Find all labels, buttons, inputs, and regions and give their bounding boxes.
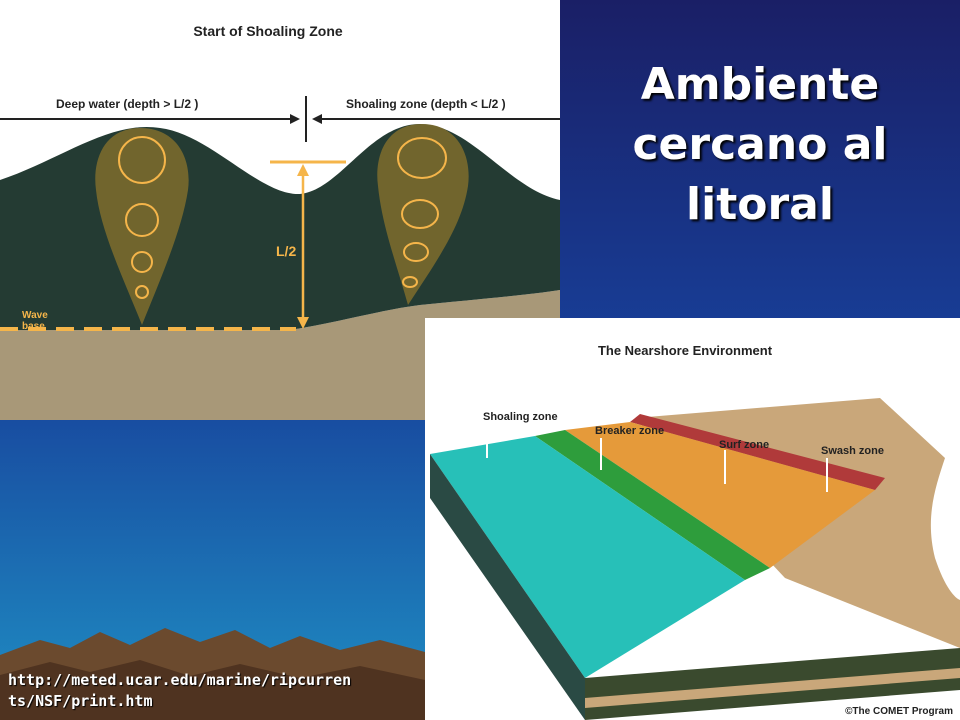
shoaling-zone-tag: Shoaling zone <box>483 411 558 423</box>
breaker-zone-label-group: Breaker zone <box>595 425 664 470</box>
slide-title: Ambiente cercano al litoral <box>560 55 960 235</box>
half-wavelength-label: L/2 <box>276 243 296 259</box>
deep-water-label: Deep water (depth > L/2 ) <box>56 97 198 111</box>
deep-water-orbits <box>95 128 189 325</box>
block-front-face <box>430 454 585 720</box>
swash-zone-tag: Swash zone <box>821 445 884 457</box>
deep-water-arrowhead <box>290 114 300 124</box>
half-wavelength-arrowhead-bottom <box>297 317 309 329</box>
shoaling-orbits <box>377 124 469 305</box>
source-url-line-2: ts/NSF/print.htm <box>8 692 153 710</box>
slide-title-line-1: Ambiente <box>640 59 880 110</box>
shoaling-zone-figure: Start of Shoaling Zone Deep water (depth… <box>0 0 560 420</box>
slide-title-line-2: cercano al <box>632 119 888 170</box>
source-url: http://meted.ucar.edu/marine/ripcurren t… <box>8 670 408 712</box>
half-wavelength-arrowhead-top <box>297 164 309 176</box>
seabed-sand <box>0 290 560 420</box>
surf-zone-tag: Surf zone <box>719 439 769 451</box>
swash-strip <box>630 414 885 490</box>
surf-zone-surface <box>565 422 875 568</box>
shoaling-figure-title: Start of Shoaling Zone <box>193 23 343 39</box>
sand-layer <box>585 668 960 708</box>
comet-credit: ©The COMET Program <box>845 706 953 717</box>
swash-zone-label-group: Swash zone <box>821 445 884 492</box>
wave-base-label: Wave base <box>22 310 51 332</box>
nearshore-environment-figure: The Nearshore Environment Shoaling zone … <box>425 318 960 720</box>
shoaling-zone-label-group: Shoaling zone <box>483 411 558 458</box>
slide-title-line-3: litoral <box>686 179 834 230</box>
shoaling-arrowhead <box>312 114 322 124</box>
nearshore-figure-title: The Nearshore Environment <box>598 343 773 358</box>
shoaling-zone-label: Shoaling zone (depth < L/2 ) <box>346 97 506 111</box>
source-url-line-1: http://meted.ucar.edu/marine/ripcurren <box>8 671 352 689</box>
surf-zone-label-group: Surf zone <box>719 439 769 484</box>
mountain-silhouette <box>0 628 425 720</box>
breaker-zone-surface <box>535 430 770 580</box>
breaker-zone-tag: Breaker zone <box>595 425 664 437</box>
shallow-water-surface <box>430 436 745 678</box>
